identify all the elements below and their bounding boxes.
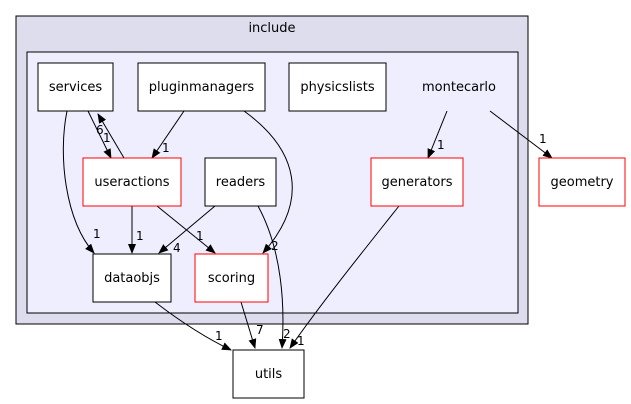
edge-pluginmanagers-to-useractions[interactable]: [151, 110, 185, 159]
node-utils-label: utils: [255, 367, 283, 382]
node-montecarlo[interactable]: montecarlo: [422, 80, 496, 95]
edge-label-readers-to-dataobjs: 4: [173, 241, 181, 255]
edge-dataobjs-to-utils[interactable]: [154, 301, 232, 351]
edge-services-to-useractions[interactable]: [87, 110, 112, 159]
cluster-include-label: include: [248, 21, 295, 36]
node-utils-box: [232, 349, 305, 399]
edge-label-useractions-to-services: 6: [96, 123, 104, 137]
edge-label-scoring-to-utils: 7: [256, 323, 264, 337]
edge-readers-to-utils[interactable]: [257, 205, 287, 349]
node-generators-label: generators: [382, 175, 453, 190]
node-physicslists-label: physicslists: [300, 80, 375, 95]
node-useractions[interactable]: useractions: [82, 157, 182, 207]
node-geometry-box: [538, 157, 626, 207]
node-readers-box: [204, 157, 277, 207]
edge-label-services-to-useractions: 1: [103, 131, 111, 145]
edge-useractions-to-services[interactable]: [97, 113, 125, 159]
node-dataobjs-box: [92, 253, 172, 303]
node-scoring-label: scoring: [208, 271, 255, 286]
edge-label-readers-to-utils: 2: [283, 327, 291, 341]
node-geometry[interactable]: geometry: [538, 157, 626, 207]
node-services-box: [37, 62, 114, 112]
edge-label-useractions-to-scoring: 1: [196, 229, 204, 243]
edge-pluginmanagers-to-scoring[interactable]: [243, 110, 293, 254]
node-pluginmanagers[interactable]: pluginmanagers: [137, 62, 266, 112]
node-dataobjs[interactable]: dataobjs: [92, 253, 172, 303]
node-useractions-box: [82, 157, 182, 207]
node-dataobjs-label: dataobjs: [104, 271, 160, 286]
node-useractions-label: useractions: [94, 175, 169, 190]
node-pluginmanagers-label: pluginmanagers: [149, 80, 255, 95]
node-scoring[interactable]: scoring: [194, 253, 269, 303]
edge-useractions-to-scoring[interactable]: [156, 205, 216, 254]
node-services[interactable]: services: [37, 62, 114, 112]
node-readers-label: readers: [216, 175, 266, 190]
node-pluginmanagers-box: [137, 62, 266, 112]
edge-montecarlo-to-generators[interactable]: [427, 110, 448, 159]
edge-label-montecarlo-to-geometry: 1: [539, 132, 547, 146]
edge-readers-to-dataobjs[interactable]: [158, 205, 216, 254]
edge-label-pluginmanagers-to-useractions: 1: [162, 141, 170, 155]
node-readers[interactable]: readers: [204, 157, 277, 207]
edge-label-generators-to-utils: 1: [297, 334, 305, 348]
edge-scoring-to-utils[interactable]: [240, 301, 257, 349]
edge-label-dataobjs-to-utils: 1: [215, 329, 223, 343]
node-physicslists[interactable]: physicslists: [288, 62, 387, 112]
node-scoring-box: [194, 253, 269, 303]
edge-label-useractions-to-dataobjs: 1: [136, 229, 144, 243]
node-generators[interactable]: generators: [370, 157, 464, 207]
node-services-label: services: [49, 80, 103, 95]
edge-label-services-to-dataobjs: 1: [93, 227, 101, 241]
node-generators-box: [370, 157, 464, 207]
node-montecarlo-label: montecarlo: [422, 80, 496, 95]
node-geometry-label: geometry: [550, 175, 613, 190]
edge-generators-to-utils[interactable]: [289, 205, 400, 349]
node-utils[interactable]: utils: [232, 349, 305, 399]
edge-labels: 1 6 1 1 2 1 1 1 1 4 2 1 1 7: [93, 123, 547, 348]
node-physicslists-box: [288, 62, 387, 112]
edge-label-montecarlo-to-generators: 1: [437, 138, 445, 152]
edge-label-pluginmanagers-to-scoring: 2: [271, 239, 279, 253]
edges: [62, 110, 553, 351]
edge-montecarlo-to-geometry[interactable]: [489, 110, 553, 159]
edge-services-to-dataobjs[interactable]: [62, 110, 95, 254]
